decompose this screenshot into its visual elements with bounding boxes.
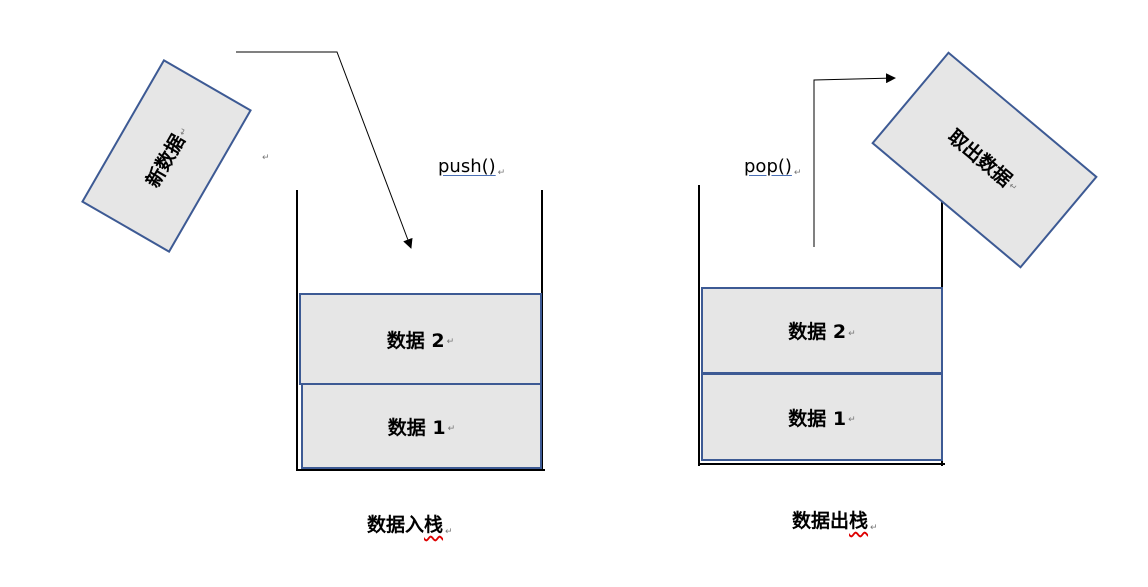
push-caption-prefix: 数据入 — [367, 514, 425, 536]
push-stack-item-2: 数据 2↵ — [299, 293, 542, 385]
push-stack-item-2-label: 数据 2 — [386, 329, 445, 352]
new-data-label: 新数据 — [141, 130, 190, 192]
push-arrow — [236, 51, 413, 249]
pop-stack-item-2: 数据 2↵ — [701, 287, 943, 374]
push-stack-item-1: 数据 1↵ — [301, 383, 542, 469]
paragraph-mark: ↵ — [870, 523, 878, 533]
push-call-text: push() — [438, 156, 496, 177]
pop-stack-item-2-label: 数据 2 — [788, 321, 847, 343]
pop-caption: 数据出栈↵ — [792, 506, 878, 533]
pop-arrow — [813, 73, 896, 247]
paragraph-mark: ↵ — [497, 168, 506, 178]
paragraph-mark: ↵ — [848, 415, 856, 425]
paragraph-mark: ↵ — [793, 168, 802, 178]
pop-call-text: pop() — [744, 156, 792, 177]
paragraph-mark: ↵ — [445, 527, 453, 537]
stray-paragraph-mark: ↵ — [262, 153, 270, 163]
pop-stack-item-1-label: 数据 1 — [788, 407, 847, 430]
push-caption-suffix: 栈 — [424, 514, 444, 536]
pop-call-label: pop()↵ — [744, 156, 802, 178]
pop-stack-item-1: 数据 1↵ — [701, 373, 943, 461]
paragraph-mark: ↵ — [848, 328, 856, 339]
push-stack-item-1-label: 数据 1 — [387, 416, 446, 439]
paragraph-mark: ↵ — [446, 337, 455, 347]
pop-caption-prefix: 数据出 — [792, 510, 850, 532]
push-caption: 数据入栈↵ — [367, 510, 453, 537]
removed-data-label: 取出数据 — [943, 125, 1017, 191]
paragraph-mark: ↵ — [447, 424, 456, 434]
pop-caption-suffix: 栈 — [849, 510, 869, 532]
push-call-label: push()↵ — [438, 156, 506, 178]
